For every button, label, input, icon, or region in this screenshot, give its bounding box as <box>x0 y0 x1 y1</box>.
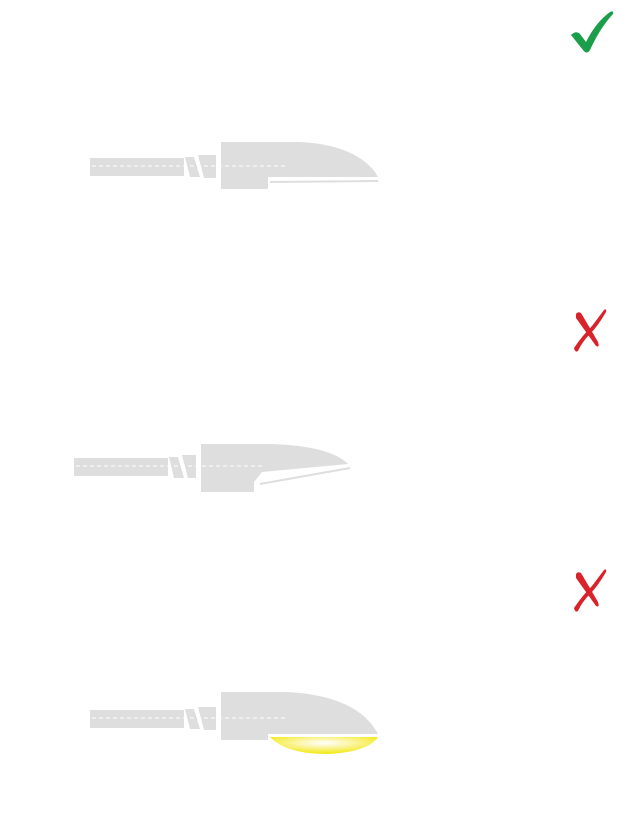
knife-illustration <box>88 140 388 192</box>
check-icon <box>568 10 616 54</box>
knife-handle <box>90 158 184 176</box>
cross-icon <box>570 568 608 612</box>
knife-handle <box>74 458 168 476</box>
knife-illustration <box>72 440 362 496</box>
cross-icon <box>570 308 608 352</box>
knife-blade <box>201 444 348 492</box>
knife-blade <box>221 142 378 189</box>
panel-correct <box>0 0 628 260</box>
knife-illustration <box>88 690 388 762</box>
knife-blade <box>221 692 378 740</box>
knife-handle <box>90 710 184 728</box>
panel-incorrect-2 <box>0 550 628 835</box>
panel-incorrect-1 <box>0 290 628 550</box>
highlighted-edge <box>270 737 378 754</box>
